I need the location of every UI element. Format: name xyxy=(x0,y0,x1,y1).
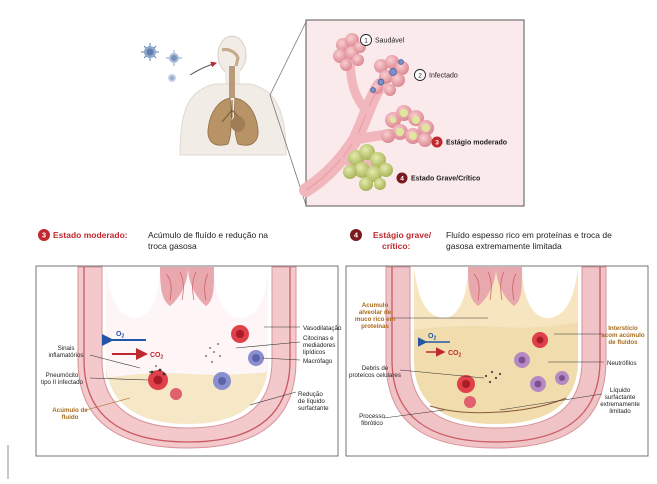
label-intersticio-line1: Interstício xyxy=(608,325,638,332)
label-pneumocito-line2: tipo II infectado xyxy=(41,379,84,386)
severe-desc-line1: Fluído espesso rico em proteínas e troca… xyxy=(446,230,612,240)
stage-1-number: 1 xyxy=(364,37,368,44)
label-intersticio-line3: de fluidos xyxy=(608,339,638,346)
stage-3-number: 3 xyxy=(435,139,439,146)
label-liquido-line1: Líquido xyxy=(610,387,631,394)
label-macrofago: Macrófago xyxy=(303,358,333,365)
label-liquido-line4: limitado xyxy=(609,408,631,415)
label-pneumocito-line1: Pneumócito xyxy=(46,372,79,379)
label-processo-line1: Processo xyxy=(359,413,385,420)
moderate-header: 3 Estado moderado: Acúmulo de fluído e r… xyxy=(38,229,268,251)
stage-4-number: 4 xyxy=(400,175,404,182)
moderate-desc-line1: Acúmulo de fluído e redução na xyxy=(148,230,268,240)
label-liquido-line2: surfactante xyxy=(605,394,636,401)
virus-icons xyxy=(141,43,216,82)
label-acumulo-line2: fluido xyxy=(62,414,79,421)
label-sinais-line1: Sinais xyxy=(58,345,75,352)
label-reducao-line1: Redução xyxy=(298,391,323,398)
stage-3-label: Estágio moderado xyxy=(446,140,507,147)
label-intersticio-line2: acom acúmulo xyxy=(601,332,645,339)
label-debris-line2: proteícos celulares xyxy=(349,372,401,379)
severe-title-line1: Estágio grave/ xyxy=(373,230,432,240)
stage-2-label: Infectado xyxy=(429,73,458,80)
label-citocinas-line3: lipídicos xyxy=(303,349,325,356)
severe-header: 4 Estágio grave/ crítico: Fluído espesso… xyxy=(350,229,612,251)
label-neutrofilos: Neutrófilos xyxy=(607,360,637,367)
label-acumulo-alveolar-line3: muco rico em xyxy=(355,316,396,323)
label-reducao-line2: de líquido xyxy=(298,398,325,405)
stage-4-label: Estado Grave/Crítico xyxy=(411,176,480,183)
alveoli-inset: 1 Saudável 2 Infectado 3 Estágio moderad… xyxy=(306,20,524,206)
label-acumulo-alveolar-line2: alveolar de xyxy=(359,309,392,316)
label-citocinas-line1: Citocinas e xyxy=(303,335,334,342)
moderate-number: 3 xyxy=(42,231,46,240)
label-citocinas-line2: mediadores xyxy=(303,342,335,349)
label-processo-line2: fibrótico xyxy=(361,420,383,427)
label-acumulo-line1: Acúmulo de xyxy=(52,407,88,414)
moderate-panel: O2 CO2 Vasodilatação Citocinas e mediado… xyxy=(36,266,342,456)
label-liquido-line3: extremamente xyxy=(600,401,640,408)
severe-title-line2: crítico: xyxy=(382,241,411,251)
label-acumulo-alveolar-line4: proteínas xyxy=(361,323,389,330)
label-acumulo-alveolar-line1: Acumulo xyxy=(362,302,389,309)
stage-2-number: 2 xyxy=(418,72,422,79)
label-vasodilatacao: Vasodilatação xyxy=(303,325,342,332)
stage-1-label: Saudável xyxy=(375,38,405,45)
label-debris-line1: Debris de xyxy=(362,365,389,372)
severe-desc-line2: gasosa extremamente limitada xyxy=(446,241,562,251)
label-reducao-line3: surfactante xyxy=(298,405,329,412)
moderate-desc-line2: troca gasosa xyxy=(148,241,197,251)
moderate-title: Estado moderado: xyxy=(53,230,128,240)
zoom-line-top xyxy=(270,22,306,95)
label-sinais-line2: inflamatórios xyxy=(48,352,83,359)
severe-panel: O2 CO2 Acumulo alveolar de muco rico em … xyxy=(346,266,648,456)
